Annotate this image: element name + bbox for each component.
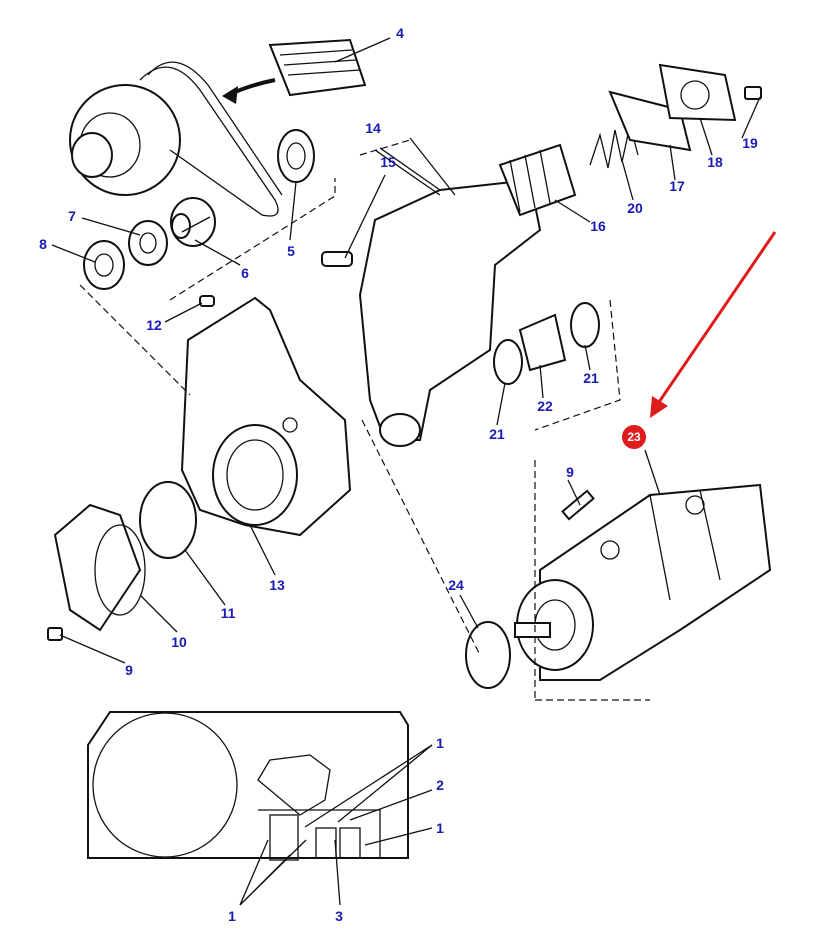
callout-18: 18 [707, 154, 723, 170]
pulley-and-belt [69, 61, 283, 217]
callout-12: 12 [146, 317, 162, 333]
callout-9-pump: 9 [566, 464, 574, 480]
callout-6: 6 [241, 265, 249, 281]
bearings-gears [83, 129, 315, 307]
belt-cover-4 [222, 38, 367, 104]
spring-and-plates [589, 63, 762, 169]
callout-16: 16 [590, 218, 606, 234]
guide-lines [79, 137, 650, 701]
cover-10-and-seal-11 [47, 481, 197, 641]
gasket-plate [87, 711, 433, 906]
callout-2: 2 [436, 777, 444, 793]
callout-9-cover: 9 [125, 662, 133, 678]
pump-body-14 [321, 143, 577, 447]
callout-22: 22 [537, 398, 553, 414]
callout-1-right: 1 [436, 820, 444, 836]
callout-21-upper: 21 [583, 370, 599, 386]
rings-21-22 [465, 302, 600, 689]
callout-8: 8 [39, 236, 47, 252]
highlight-arrow [650, 231, 777, 418]
callout-20: 20 [627, 200, 643, 216]
callout-1-bottom: 1 [228, 908, 236, 924]
callout-5: 5 [287, 243, 295, 259]
callout-1-top: 1 [436, 735, 444, 751]
callout-14: 14 [365, 120, 381, 136]
callout-10: 10 [171, 634, 187, 650]
housing-13 [180, 296, 352, 537]
callout-19: 19 [742, 135, 758, 151]
callout-13: 13 [269, 577, 285, 593]
callout-3: 3 [335, 908, 343, 924]
callout-23-highlighted: 23 [622, 425, 646, 449]
callout-15: 15 [380, 154, 396, 170]
callout-11: 11 [220, 605, 236, 621]
callout-7: 7 [68, 208, 76, 224]
callout-17: 17 [669, 178, 685, 194]
callout-4: 4 [396, 25, 404, 41]
callout-21-lower: 21 [489, 426, 505, 442]
callout-24: 24 [448, 577, 464, 593]
hydraulic-pump-23 [514, 483, 772, 681]
leader-lines [51, 37, 761, 664]
